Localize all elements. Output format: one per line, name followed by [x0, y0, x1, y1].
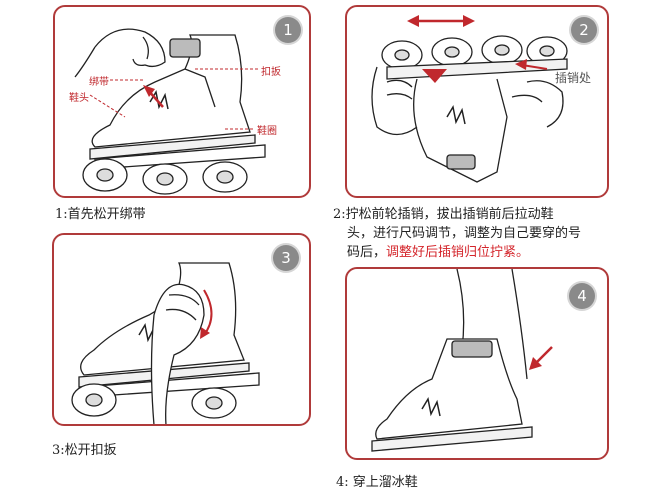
callout-buckle: 扣扳: [261, 67, 281, 78]
skate-illustration: [371, 269, 553, 452]
step-number-badge: 4: [569, 283, 595, 309]
step-3-panel: 3: [52, 233, 311, 426]
wheel-icon: [381, 35, 568, 70]
wheel-icon: [82, 158, 248, 195]
red-arrow-icon: [143, 85, 164, 108]
hand-icon: [150, 283, 205, 424]
step-1-caption: 1:首先松开绑带: [55, 207, 146, 222]
caption-text: 码后，: [347, 245, 387, 260]
caption-line: 码后，调整好后插销归位拧紧。: [333, 243, 633, 262]
step-4-panel: 4: [345, 267, 609, 460]
step-number-badge: 3: [273, 245, 299, 271]
skate-icon: [386, 58, 568, 183]
caption-line: 头，进行尺码调节，调整为自己要穿的号: [347, 226, 582, 241]
step-2-panel: 插销处 2: [345, 5, 609, 198]
callout-strap: 绑带: [89, 77, 109, 88]
step-2-caption: 2:拧松前轮插销，拔出插销前后拉动鞋 头，进行尺码调节，调整为自己要穿的号 码后…: [333, 205, 633, 262]
skate-illustration: [371, 15, 568, 183]
skate-illustration: [74, 28, 266, 195]
callout-cuff: 鞋圈: [257, 126, 277, 137]
wheel-icon: [71, 383, 237, 419]
step-3-caption: 3:松开扣扳: [52, 443, 117, 458]
red-arrow-icon: [200, 289, 213, 339]
red-arrow-icon: [529, 346, 553, 370]
double-arrow-icon: [407, 15, 475, 27]
red-arrow-icon: [422, 59, 548, 83]
step-number-badge: 1: [275, 17, 301, 43]
step-1-panel: 扣扳 绑带 鞋头 鞋圈 1: [53, 5, 311, 198]
skate-icon: [89, 34, 266, 170]
callout-leaders: [89, 68, 260, 130]
callout-pin: 插销处: [555, 71, 592, 85]
hand-icon: [74, 28, 166, 78]
step-4-caption: 4: 穿上溜冰鞋: [336, 475, 418, 490]
callout-toe: 鞋头: [69, 93, 89, 104]
step-number-badge: 2: [571, 17, 597, 43]
skate-icon: [371, 338, 533, 452]
hand-icon: [371, 66, 564, 136]
caption-highlight: 调整好后插销归位拧紧。: [386, 245, 530, 260]
caption-line: 2:拧松前轮插销，拔出插销前后拉动鞋: [333, 207, 554, 222]
skate-illustration: [71, 262, 260, 424]
